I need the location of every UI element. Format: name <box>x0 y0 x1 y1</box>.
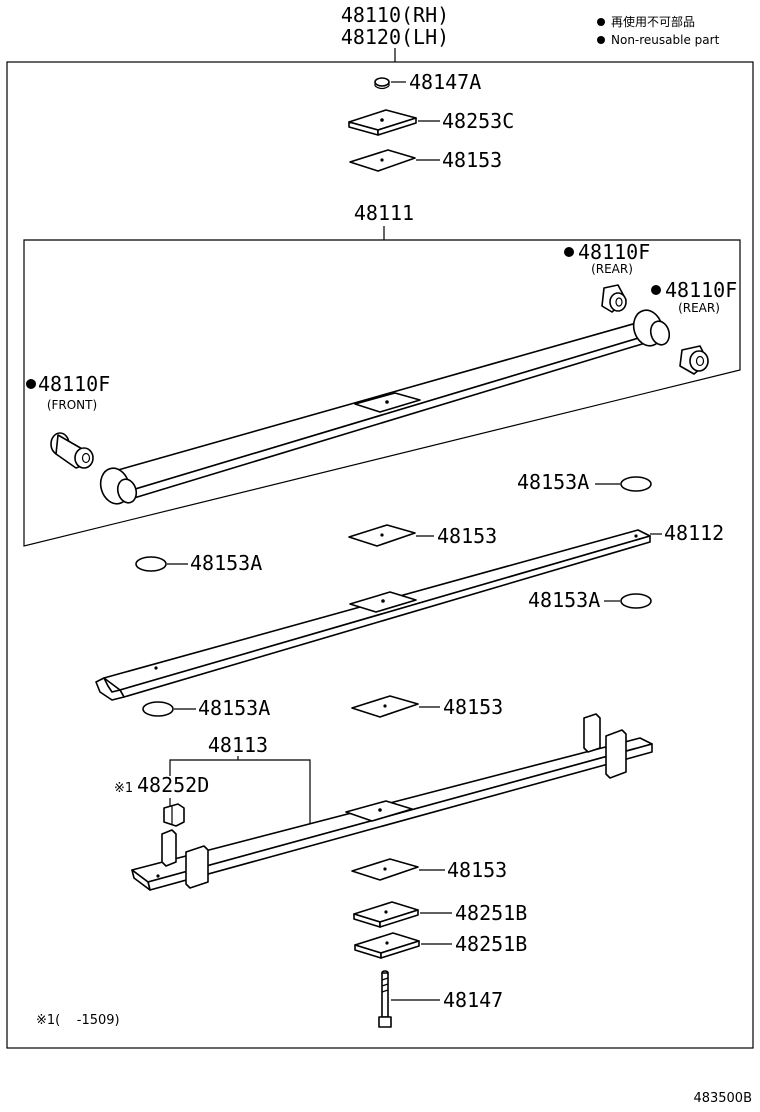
label-48153A-right-2: 48153A <box>528 588 600 612</box>
label-48110F-rear-1: 48110F <box>578 240 650 264</box>
leader-line <box>169 759 311 824</box>
label-48110F-front: 48110F <box>38 372 110 396</box>
label-48147A: 48147A <box>409 70 481 94</box>
note-rear-1: (REAR) <box>591 262 633 276</box>
note-rear-2: (REAR) <box>678 301 720 315</box>
label-48251B-2: 48251B <box>455 932 527 956</box>
clip-part <box>163 803 185 827</box>
main-leaf-frame <box>23 239 741 547</box>
label-48153-mid-2: 48153 <box>443 695 503 719</box>
label-48147: 48147 <box>443 988 503 1012</box>
figure-code: 483500B <box>693 1091 752 1106</box>
label-48153-bottom: 48153 <box>447 858 507 882</box>
label-48110F-rear-2: 48110F <box>665 278 737 302</box>
label-48153-top: 48153 <box>442 148 502 172</box>
leaf-3-part <box>131 713 653 891</box>
non-reusable-marker-icon <box>597 36 605 44</box>
note-front: (FRONT) <box>47 398 97 412</box>
label-48111: 48111 <box>354 201 414 225</box>
label-48153A-left-1: 48153A <box>190 551 262 575</box>
leaf-2-part <box>95 529 651 701</box>
label-48153-mid-1: 48153 <box>437 524 497 548</box>
pad-mid-2-part <box>351 695 419 718</box>
non-reusable-marker-icon <box>597 18 605 26</box>
footnote: ※1( -1509) <box>36 1013 120 1028</box>
label-48113: 48113 <box>208 733 268 757</box>
insert-left-1-part <box>135 556 167 572</box>
pad-top-part <box>349 149 416 172</box>
bushing-front-part <box>50 432 94 469</box>
pad-mid-1-part <box>348 524 416 547</box>
insert-right-1-part <box>620 476 652 492</box>
insert-left-2-part <box>142 701 174 717</box>
legend-en: Non-reusable part <box>611 33 720 47</box>
outer-frame <box>6 61 754 1049</box>
label-48252D: 48252D <box>137 773 209 797</box>
label-48112: 48112 <box>664 521 724 545</box>
label-48253C: 48253C <box>442 109 514 133</box>
nut-part <box>374 77 390 90</box>
center-bolt-part <box>378 970 392 1028</box>
plate-bottom-2-part <box>354 932 420 959</box>
label-48153A-right-1: 48153A <box>517 470 589 494</box>
plate-top-part <box>348 109 417 136</box>
assembly-rh-label: 48110(RH) <box>341 3 449 27</box>
plate-bottom-1-part <box>353 901 419 928</box>
non-reusable-marker-icon <box>564 247 574 257</box>
non-reusable-marker-icon <box>26 379 36 389</box>
pad-bottom-part <box>351 858 419 881</box>
clip-prefix: ※1 <box>114 781 133 796</box>
legend-jp: 再使用不可部品 <box>611 14 695 29</box>
label-48153A-left-2: 48153A <box>198 696 270 720</box>
assembly-lh-label: 48120(LH) <box>341 25 449 49</box>
non-reusable-marker-icon <box>651 285 661 295</box>
main-leaf-part <box>99 309 671 505</box>
bushing-rear-2-part <box>679 345 709 375</box>
insert-right-2-part <box>620 593 652 609</box>
label-48251B-1: 48251B <box>455 901 527 925</box>
bushing-rear-1-part <box>601 284 627 313</box>
